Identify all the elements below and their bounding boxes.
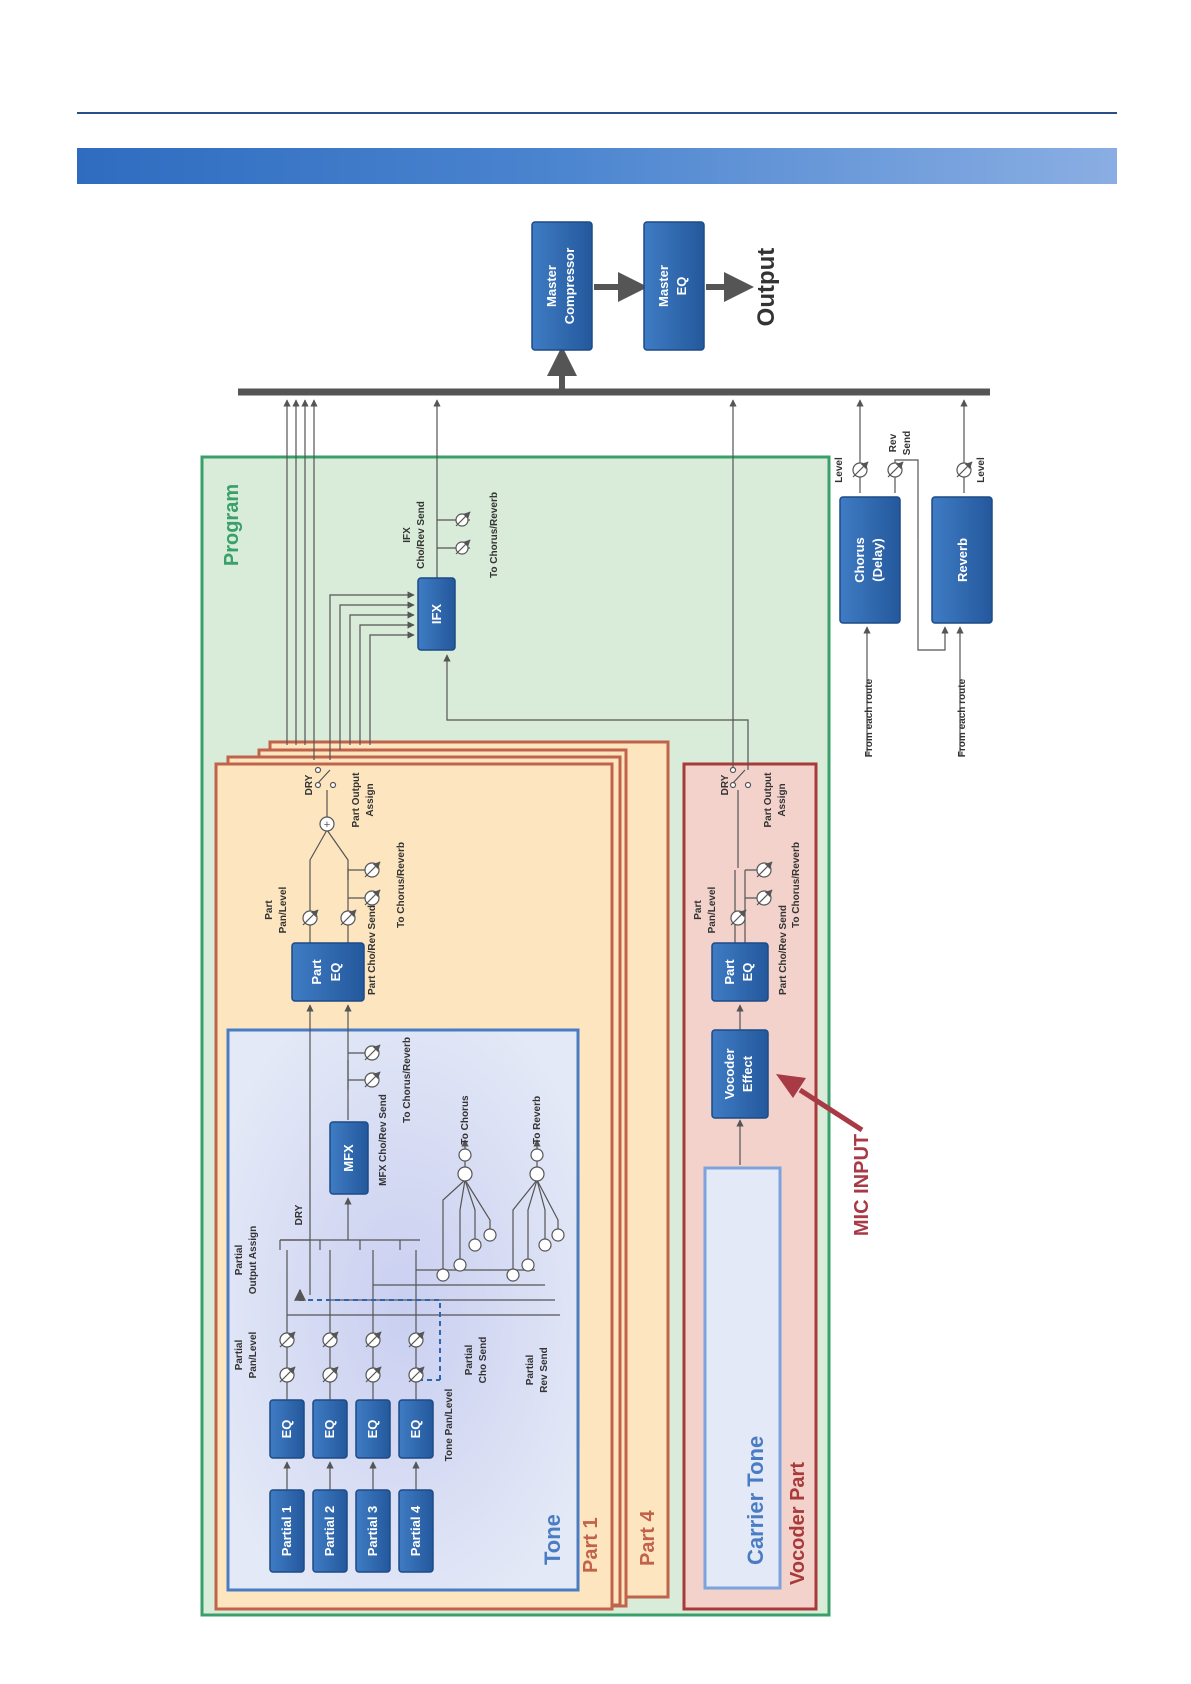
chorus-line2: (Delay) bbox=[870, 538, 885, 581]
eq-1-label: EQ bbox=[279, 1420, 294, 1439]
vocoder-pan-level-1: Part bbox=[693, 900, 704, 920]
part-to-chorus-reverb: To Chorus/Reverb bbox=[396, 842, 407, 928]
ifx-to-chorus-reverb: To Chorus/Reverb bbox=[489, 492, 500, 578]
rev-send-label-2: Send bbox=[902, 431, 913, 455]
vocoder-cho-rev-send: Part Cho/Rev Send bbox=[778, 905, 789, 995]
ifx-send-label-1: IFX bbox=[402, 527, 413, 543]
reverb-from-each-route: From each route bbox=[957, 678, 968, 757]
eq-2-label: EQ bbox=[322, 1420, 337, 1439]
vocoder-part-eq-block: Part EQ bbox=[711, 942, 769, 1002]
part-4-label: Part 4 bbox=[637, 1510, 659, 1566]
program-label: Program bbox=[221, 484, 243, 566]
vocoder-part-label: Vocoder Part bbox=[787, 1462, 809, 1585]
master-compressor-block: Master Compressor bbox=[531, 221, 593, 351]
reverb-label: Reverb bbox=[955, 538, 970, 582]
mic-input-label: MIC INPUT bbox=[851, 1134, 873, 1236]
mfx-block: MFX bbox=[329, 1121, 369, 1195]
tone-pan-level: Tone Pan/Level bbox=[444, 1388, 455, 1461]
part-1-label: Part 1 bbox=[580, 1517, 602, 1573]
chorus-block: Chorus (Delay) bbox=[839, 496, 901, 624]
chorus-level-label: Level bbox=[834, 457, 845, 483]
eq-3-label: EQ bbox=[365, 1420, 380, 1439]
carrier-tone-label: Carrier Tone bbox=[743, 1436, 768, 1565]
vocoder-pan-level-2: Pan/Level bbox=[707, 886, 718, 933]
part-output-switch bbox=[314, 766, 337, 789]
partial-cho-send-1: Partial bbox=[464, 1344, 475, 1375]
vocoder-to-chorus-reverb: To Chorus/Reverb bbox=[791, 842, 802, 928]
chorus-line1: Chorus bbox=[852, 537, 867, 583]
vocoder-output-assign-1: Part Output bbox=[763, 772, 774, 828]
partial-output-assign-1: Partial bbox=[234, 1244, 245, 1275]
partial-rev-send-2: Rev Send bbox=[539, 1347, 550, 1393]
part-output-lines bbox=[283, 399, 968, 770]
mfx-label: MFX bbox=[341, 1144, 356, 1172]
part-pan-level-1: Part bbox=[264, 900, 275, 920]
ifx-send-knobs bbox=[437, 511, 471, 555]
vocoder-knobs bbox=[729, 766, 773, 926]
master-eq-block: Master EQ bbox=[643, 221, 705, 351]
tone-label: Tone bbox=[540, 1514, 565, 1565]
vocoder-effect-line2: Effect bbox=[740, 1055, 755, 1092]
partial-4-label: Partial 4 bbox=[408, 1505, 423, 1556]
vocoder-wiring bbox=[734, 790, 768, 1165]
vocoder-effect-block: Vocoder Effect bbox=[711, 1029, 769, 1119]
output-label: Output bbox=[753, 248, 780, 327]
vocoder-output-assign-2: Assign bbox=[777, 783, 788, 816]
part-eq-line2: EQ bbox=[328, 963, 343, 982]
partial-1-label: Partial 1 bbox=[279, 1506, 294, 1557]
mic-input-arrowhead bbox=[776, 1074, 806, 1098]
master-compressor-line2: Compressor bbox=[562, 248, 577, 325]
sum-symbol: + bbox=[324, 819, 330, 831]
ifx-block: IFX bbox=[417, 577, 456, 651]
partial-pan-level-1: Partial bbox=[234, 1339, 245, 1370]
mic-input-arrow bbox=[798, 1087, 864, 1133]
carrier-tone-box bbox=[703, 1166, 782, 1590]
master-compressor-line1: Master bbox=[544, 265, 559, 307]
partial-rev-send-1: Partial bbox=[525, 1354, 536, 1385]
master-eq-line2: EQ bbox=[674, 277, 689, 296]
rev-send-label-1: Rev bbox=[888, 433, 899, 452]
part-eq-line1: Part bbox=[309, 959, 324, 985]
to-chorus-label: To Chorus bbox=[460, 1095, 471, 1145]
part-cho-rev-send: Part Cho/Rev Send bbox=[367, 905, 378, 995]
partial-2-label: Partial 2 bbox=[322, 1506, 337, 1557]
ifx-send-label-2: Cho/Rev Send bbox=[416, 501, 427, 569]
to-reverb-label: To Reverb bbox=[532, 1096, 543, 1144]
partial-pan-level-2: Pan/Level bbox=[248, 1331, 259, 1378]
vocoder-part-eq-line2: EQ bbox=[740, 963, 755, 982]
part-dry-label: DRY bbox=[304, 774, 315, 795]
eq-4-label: EQ bbox=[408, 1420, 423, 1439]
part-output-assign-1: Part Output bbox=[351, 772, 362, 828]
section-title-bar bbox=[77, 148, 1117, 184]
partial-knobs bbox=[279, 1148, 565, 1383]
part-output-assign-2: Assign bbox=[365, 783, 376, 816]
part-pan-level-2: Pan/Level bbox=[278, 886, 289, 933]
vocoder-dry-label: DRY bbox=[720, 774, 731, 795]
part-eq-block: Part EQ bbox=[291, 942, 365, 1002]
vocoder-effect-line1: Vocoder bbox=[722, 1048, 737, 1099]
partial-3-label: Partial 3 bbox=[365, 1506, 380, 1557]
partial-wiring bbox=[279, 1139, 560, 1490]
partial-chain: Partial 1 Partial 2 Partial 3 Partial 4 … bbox=[269, 1399, 434, 1573]
reverb-block: Reverb bbox=[931, 496, 993, 624]
reverb-level-label: Level bbox=[976, 457, 987, 483]
part-pan-level-knob bbox=[302, 816, 381, 1088]
ifx-label: IFX bbox=[429, 604, 444, 625]
chorus-from-each-route: From each route bbox=[864, 678, 875, 757]
header-rule bbox=[77, 112, 1117, 114]
part-signal-wiring bbox=[306, 790, 378, 1295]
partial-cho-send-2: Cho Send bbox=[478, 1337, 489, 1384]
mfx-to-chorus-reverb: To Chorus/Reverb bbox=[402, 1037, 413, 1123]
vocoder-part-eq-line1: Part bbox=[722, 959, 737, 985]
chorus-reverb-wiring bbox=[852, 459, 973, 755]
tone-dry-label: DRY bbox=[294, 1204, 305, 1225]
master-eq-line1: Master bbox=[656, 265, 671, 307]
partial-output-assign-2: Output Assign bbox=[248, 1226, 259, 1295]
mfx-cho-rev-send: MFX Cho/Rev Send bbox=[378, 1094, 389, 1186]
